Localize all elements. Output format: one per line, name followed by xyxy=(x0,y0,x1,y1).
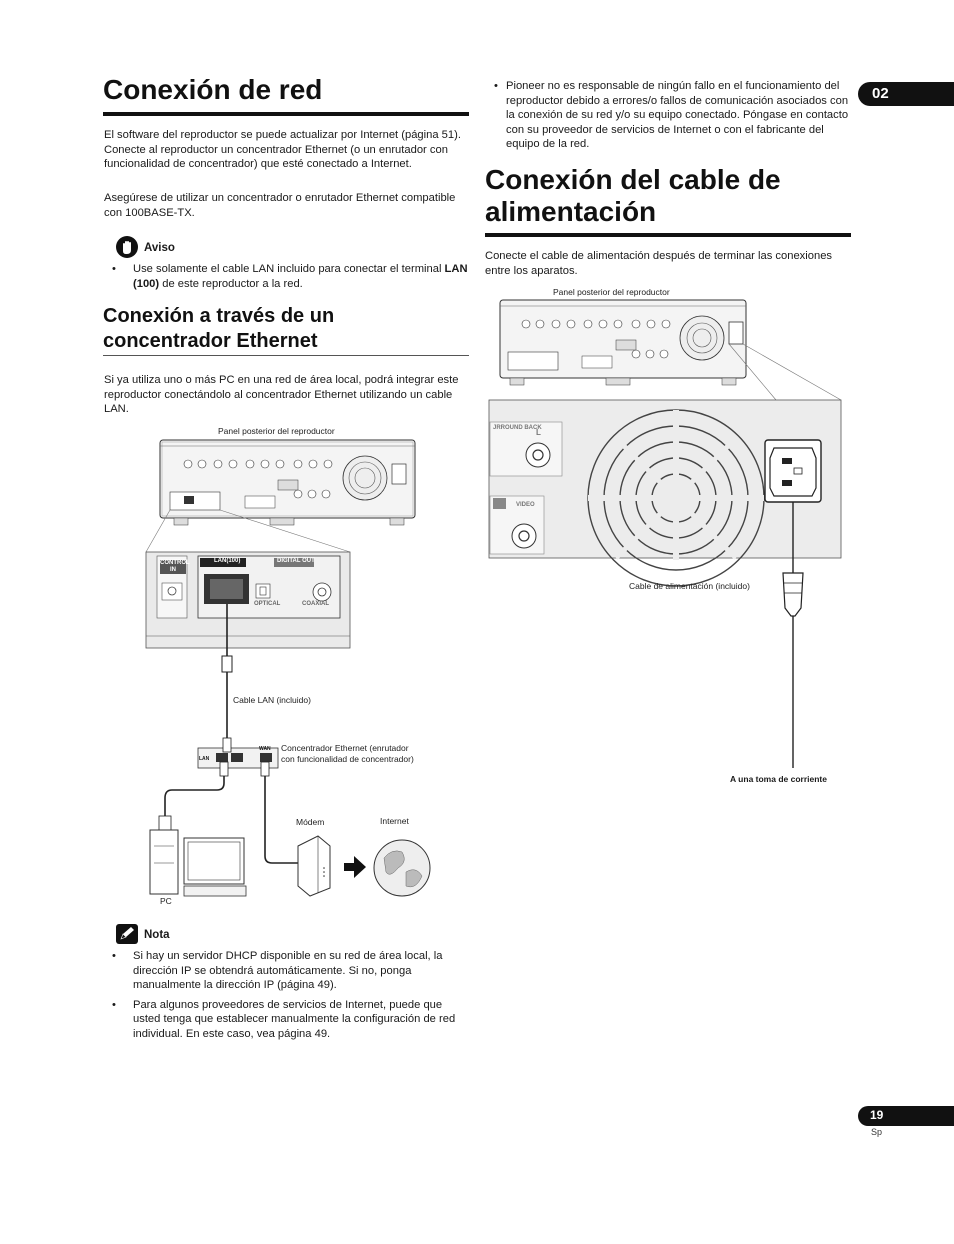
control-in-label: CONTROL IN xyxy=(160,560,190,574)
page-number: 19 xyxy=(870,1108,884,1122)
lan100-label: LAN(100) xyxy=(214,558,241,564)
panel-label-right: Panel posterior del reproductor xyxy=(553,287,670,297)
outlet-label: A una toma de corriente xyxy=(730,774,827,784)
hub-paragraph: Si ya utiliza uno o más PC en una red de… xyxy=(104,374,459,416)
aviso-heading: Aviso xyxy=(144,242,175,254)
power-title-rule xyxy=(485,233,851,237)
hub-lan-label: LAN xyxy=(199,756,210,762)
digital-out-label: DIGITAL OUT xyxy=(277,558,315,564)
power-paragraph: Conecte el cable de alimentación después… xyxy=(485,250,833,277)
section-title-power: Conexión del cable de alimentación xyxy=(485,164,781,227)
surround-back-label: JRROUND BACK xyxy=(493,425,542,431)
language-code: Sp xyxy=(871,1127,883,1137)
video-label: VIDEO xyxy=(516,502,535,508)
hub-label: Concentrador Ethernet (enrutador con fun… xyxy=(281,743,414,764)
modem-label: Módem xyxy=(296,817,325,827)
chapter-number: 02 xyxy=(872,85,889,102)
hub-wan-label: WAN xyxy=(259,746,271,752)
nota-bullets: •Si hay un servidor DHCP disponible en s… xyxy=(112,950,456,1040)
pioneer-bullet-text: Pioneer no es responsable de ningún fall… xyxy=(506,80,849,151)
intro-paragraph: El software del reproductor se puede act… xyxy=(104,129,461,171)
panel-label-left: Panel posterior del reproductor xyxy=(218,426,335,436)
chapter-tab: 02 xyxy=(858,82,954,106)
nota-bullet-1: Si hay un servidor DHCP disponible en su… xyxy=(133,950,443,992)
intro-paragraph-2: Asegúrese de utilizar un concentrador o … xyxy=(104,192,456,219)
nota-heading: Nota xyxy=(144,929,170,941)
aviso-text-post: de este reproductor a la red. xyxy=(159,277,303,290)
aviso-bullet: •Use solamente el cable LAN incluido par… xyxy=(112,263,468,290)
aviso-text-pre: Use solamente el cable LAN incluido para… xyxy=(133,263,445,275)
coaxial-label: COAXIAL xyxy=(302,601,329,607)
pioneer-bullet: •Pioneer no es responsable de ningún fal… xyxy=(494,80,849,151)
network-connection-diagram xyxy=(145,439,431,897)
aviso-text-bold: LAN (100) xyxy=(133,263,468,290)
power-connection-diagram xyxy=(488,299,842,768)
optical-label: OPTICAL xyxy=(254,601,281,607)
section-title-red: Conexión de red xyxy=(103,74,323,105)
nota-bullet-2: Para algunos proveedores de servicios de… xyxy=(133,998,456,1040)
l-channel-label: L xyxy=(536,428,541,437)
page-number-tab: 19 xyxy=(858,1106,954,1126)
subtitle-rule xyxy=(103,355,469,356)
lan-cable-label: Cable LAN (incluido) xyxy=(233,695,311,705)
power-cable-label: Cable de alimentación (incluido) xyxy=(629,581,750,591)
note-pencil-icon xyxy=(116,924,138,944)
caution-hand-icon xyxy=(116,236,138,258)
pc-label: PC xyxy=(160,896,172,906)
title-rule xyxy=(103,112,469,116)
internet-label: Internet xyxy=(380,816,409,826)
subsection-title-hub: Conexión a través de un concentrador Eth… xyxy=(103,305,335,352)
